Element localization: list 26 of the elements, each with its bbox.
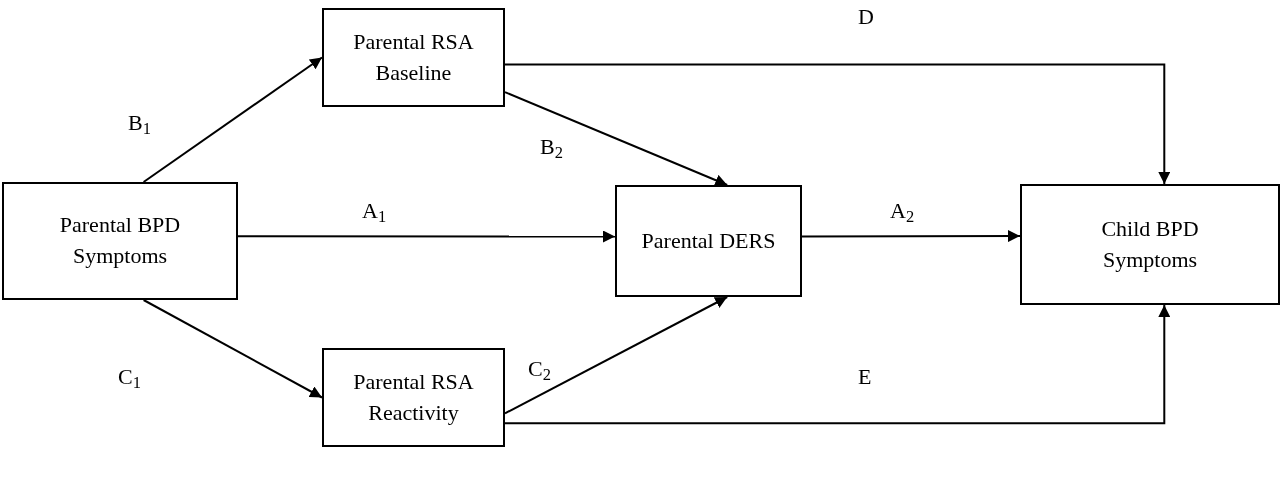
- arrow: [504, 296, 729, 415]
- edge-label: D: [858, 6, 874, 28]
- edge-label: A$_{2}$: [890, 200, 915, 222]
- arrow: [142, 56, 323, 183]
- box-label: Parental DERS: [641, 226, 776, 255]
- arrow: [504, 63, 1171, 185]
- variable-box: [322, 8, 505, 107]
- box-label: Parental RSA Reactivity: [352, 367, 475, 427]
- arrow: [142, 299, 323, 399]
- arrow: [504, 304, 1171, 425]
- box-label: Parental BPD Symptoms: [58, 211, 182, 270]
- edge-label: B$_{1}$: [128, 112, 151, 134]
- edge-label: B$_{2}$: [540, 136, 563, 158]
- arrow: [504, 91, 729, 186]
- box-label: Parental RSA Baseline: [352, 27, 475, 87]
- edge-label: A$_{1}$: [362, 200, 387, 222]
- variable-box: [2, 182, 238, 300]
- arrow: [237, 230, 616, 243]
- edge-label: E: [858, 366, 872, 388]
- box-label: Child BPD Symptoms: [1100, 214, 1200, 274]
- variable-box: [1020, 184, 1280, 305]
- arrow: [801, 230, 1021, 243]
- variable-box: [322, 348, 505, 447]
- variable-box: [615, 185, 802, 297]
- edge-label: C$_{2}$: [528, 358, 551, 380]
- edge-label: C$_{1}$: [118, 366, 141, 388]
